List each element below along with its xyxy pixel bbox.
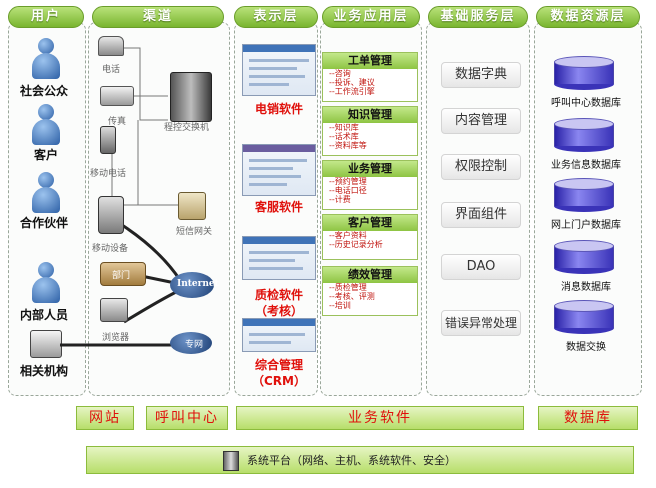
browser-icon xyxy=(100,298,128,322)
db-label-callcenter: 呼叫中心数据库 xyxy=(551,98,621,109)
business-item: --预约管理 xyxy=(329,177,367,186)
business-block-workorder: 工单管理 --咨询 --投诉、建议 --工作流引擎 xyxy=(322,52,418,102)
channel-label-mobile-device: 移动设备 xyxy=(92,244,129,254)
server-icon xyxy=(223,451,239,471)
presentation-qa-sub: （考核） xyxy=(254,304,303,318)
system-platform-bar: 系统平台（网络、主机、系统软件、安全） xyxy=(86,446,634,474)
business-block-knowledge: 知识管理 --知识库 --话术库 --资料库等 xyxy=(322,106,418,156)
channel-label-internet: Internet xyxy=(177,279,219,289)
business-title: 业务管理 xyxy=(323,161,417,177)
business-item: --投诉、建议 xyxy=(329,78,375,87)
person-icon xyxy=(31,262,61,306)
service-permission-control: 权限控制 xyxy=(441,154,521,180)
channel-label-mobile: 移动电话 xyxy=(90,169,127,179)
presentation-qa: 质检软件 xyxy=(254,288,303,302)
service-screenshot xyxy=(242,144,316,196)
business-item: --话术库 xyxy=(329,132,359,141)
service-error-handling: 错误异常处理 xyxy=(441,310,521,336)
business-block-operations: 业务管理 --预约管理 --电话口径 --计费 xyxy=(322,160,418,210)
telephone-icon xyxy=(98,36,124,56)
internet-cloud-icon xyxy=(170,272,214,298)
header-data-resource: 数据资源层 xyxy=(536,6,640,28)
crm-screenshot xyxy=(242,318,316,352)
platform-label: 系统平台（网络、主机、系统软件、安全） xyxy=(247,454,456,467)
service-content-management: 内容管理 xyxy=(441,108,521,134)
business-item: --知识库 xyxy=(329,123,359,132)
channel-label-browser: 浏览器 xyxy=(102,333,130,343)
header-channels: 渠道 xyxy=(92,6,224,28)
sms-gateway-icon xyxy=(178,192,206,220)
channel-label-sms-gateway: 短信网关 xyxy=(176,227,213,237)
user-label-partner: 合作伙伴 xyxy=(20,216,69,230)
business-item: --质检管理 xyxy=(329,283,367,292)
service-dao: DAO xyxy=(441,254,521,280)
business-title: 客户管理 xyxy=(323,215,417,231)
business-title: 绩效管理 xyxy=(323,267,417,283)
channel-label-pbx: 程控交换机 xyxy=(164,123,210,133)
user-label-institution: 相关机构 xyxy=(20,364,69,378)
channel-label-phone: 电话 xyxy=(102,65,121,75)
bottom-business-software: 业务软件 xyxy=(236,406,524,430)
service-ui-components: 界面组件 xyxy=(441,202,521,228)
business-item: --培训 xyxy=(329,301,351,310)
network-cloud-icon xyxy=(170,332,212,354)
business-title: 知识管理 xyxy=(323,107,417,123)
person-icon xyxy=(31,38,61,82)
db-label-portal: 网上门户数据库 xyxy=(551,220,621,231)
mobile-device-icon xyxy=(98,196,124,234)
person-icon xyxy=(31,172,61,216)
channel-label-fax: 传真 xyxy=(108,117,127,127)
business-block-customer: 客户管理 --客户资料 --历史记录分析 xyxy=(322,214,418,260)
department-icon xyxy=(100,262,146,286)
bottom-callcenter: 呼叫中心 xyxy=(146,406,228,430)
presentation-service: 客服软件 xyxy=(254,200,303,214)
business-item: --资料库等 xyxy=(329,141,367,150)
presentation-telesales: 电销软件 xyxy=(254,102,303,116)
database-icon xyxy=(554,56,614,90)
business-item: --考核、评测 xyxy=(329,292,375,301)
bottom-website: 网站 xyxy=(76,406,134,430)
database-icon xyxy=(554,240,614,274)
channel-label-network: 专网 xyxy=(185,340,204,350)
bottom-database: 数据库 xyxy=(538,406,638,430)
service-data-dictionary: 数据字典 xyxy=(441,62,521,88)
db-label-exchange: 数据交换 xyxy=(566,342,606,353)
database-icon xyxy=(554,118,614,152)
db-label-message: 消息数据库 xyxy=(561,282,611,293)
header-presentation: 表示层 xyxy=(234,6,318,28)
pbx-server-icon xyxy=(170,72,212,122)
business-item: --客户资料 xyxy=(329,231,367,240)
business-title: 工单管理 xyxy=(323,53,417,69)
mobile-phone-icon xyxy=(100,126,116,154)
presentation-crm: 综合管理 xyxy=(254,358,303,372)
business-item: --咨询 xyxy=(329,69,351,78)
business-item: --电话口径 xyxy=(329,186,367,195)
business-item: --工作流引擎 xyxy=(329,87,375,96)
db-label-business-info: 业务信息数据库 xyxy=(551,160,621,171)
telesales-screenshot xyxy=(242,44,316,96)
person-icon xyxy=(31,104,61,148)
business-item: --历史记录分析 xyxy=(329,240,383,249)
business-block-performance: 绩效管理 --质检管理 --考核、评测 --培训 xyxy=(322,266,418,316)
user-label-staff: 内部人员 xyxy=(20,308,69,322)
qa-screenshot xyxy=(242,236,316,280)
header-business: 业务应用层 xyxy=(322,6,420,28)
presentation-crm-sub: （CRM） xyxy=(252,374,306,388)
channel-label-department: 部门 xyxy=(112,271,131,281)
user-label-customer: 客户 xyxy=(34,148,59,162)
database-icon xyxy=(554,300,614,334)
fax-icon xyxy=(100,86,134,106)
user-label-public: 社会公众 xyxy=(20,84,69,98)
header-users: 用户 xyxy=(8,6,84,28)
header-base-service: 基础服务层 xyxy=(428,6,528,28)
business-item: --计费 xyxy=(329,195,351,204)
database-icon xyxy=(554,178,614,212)
